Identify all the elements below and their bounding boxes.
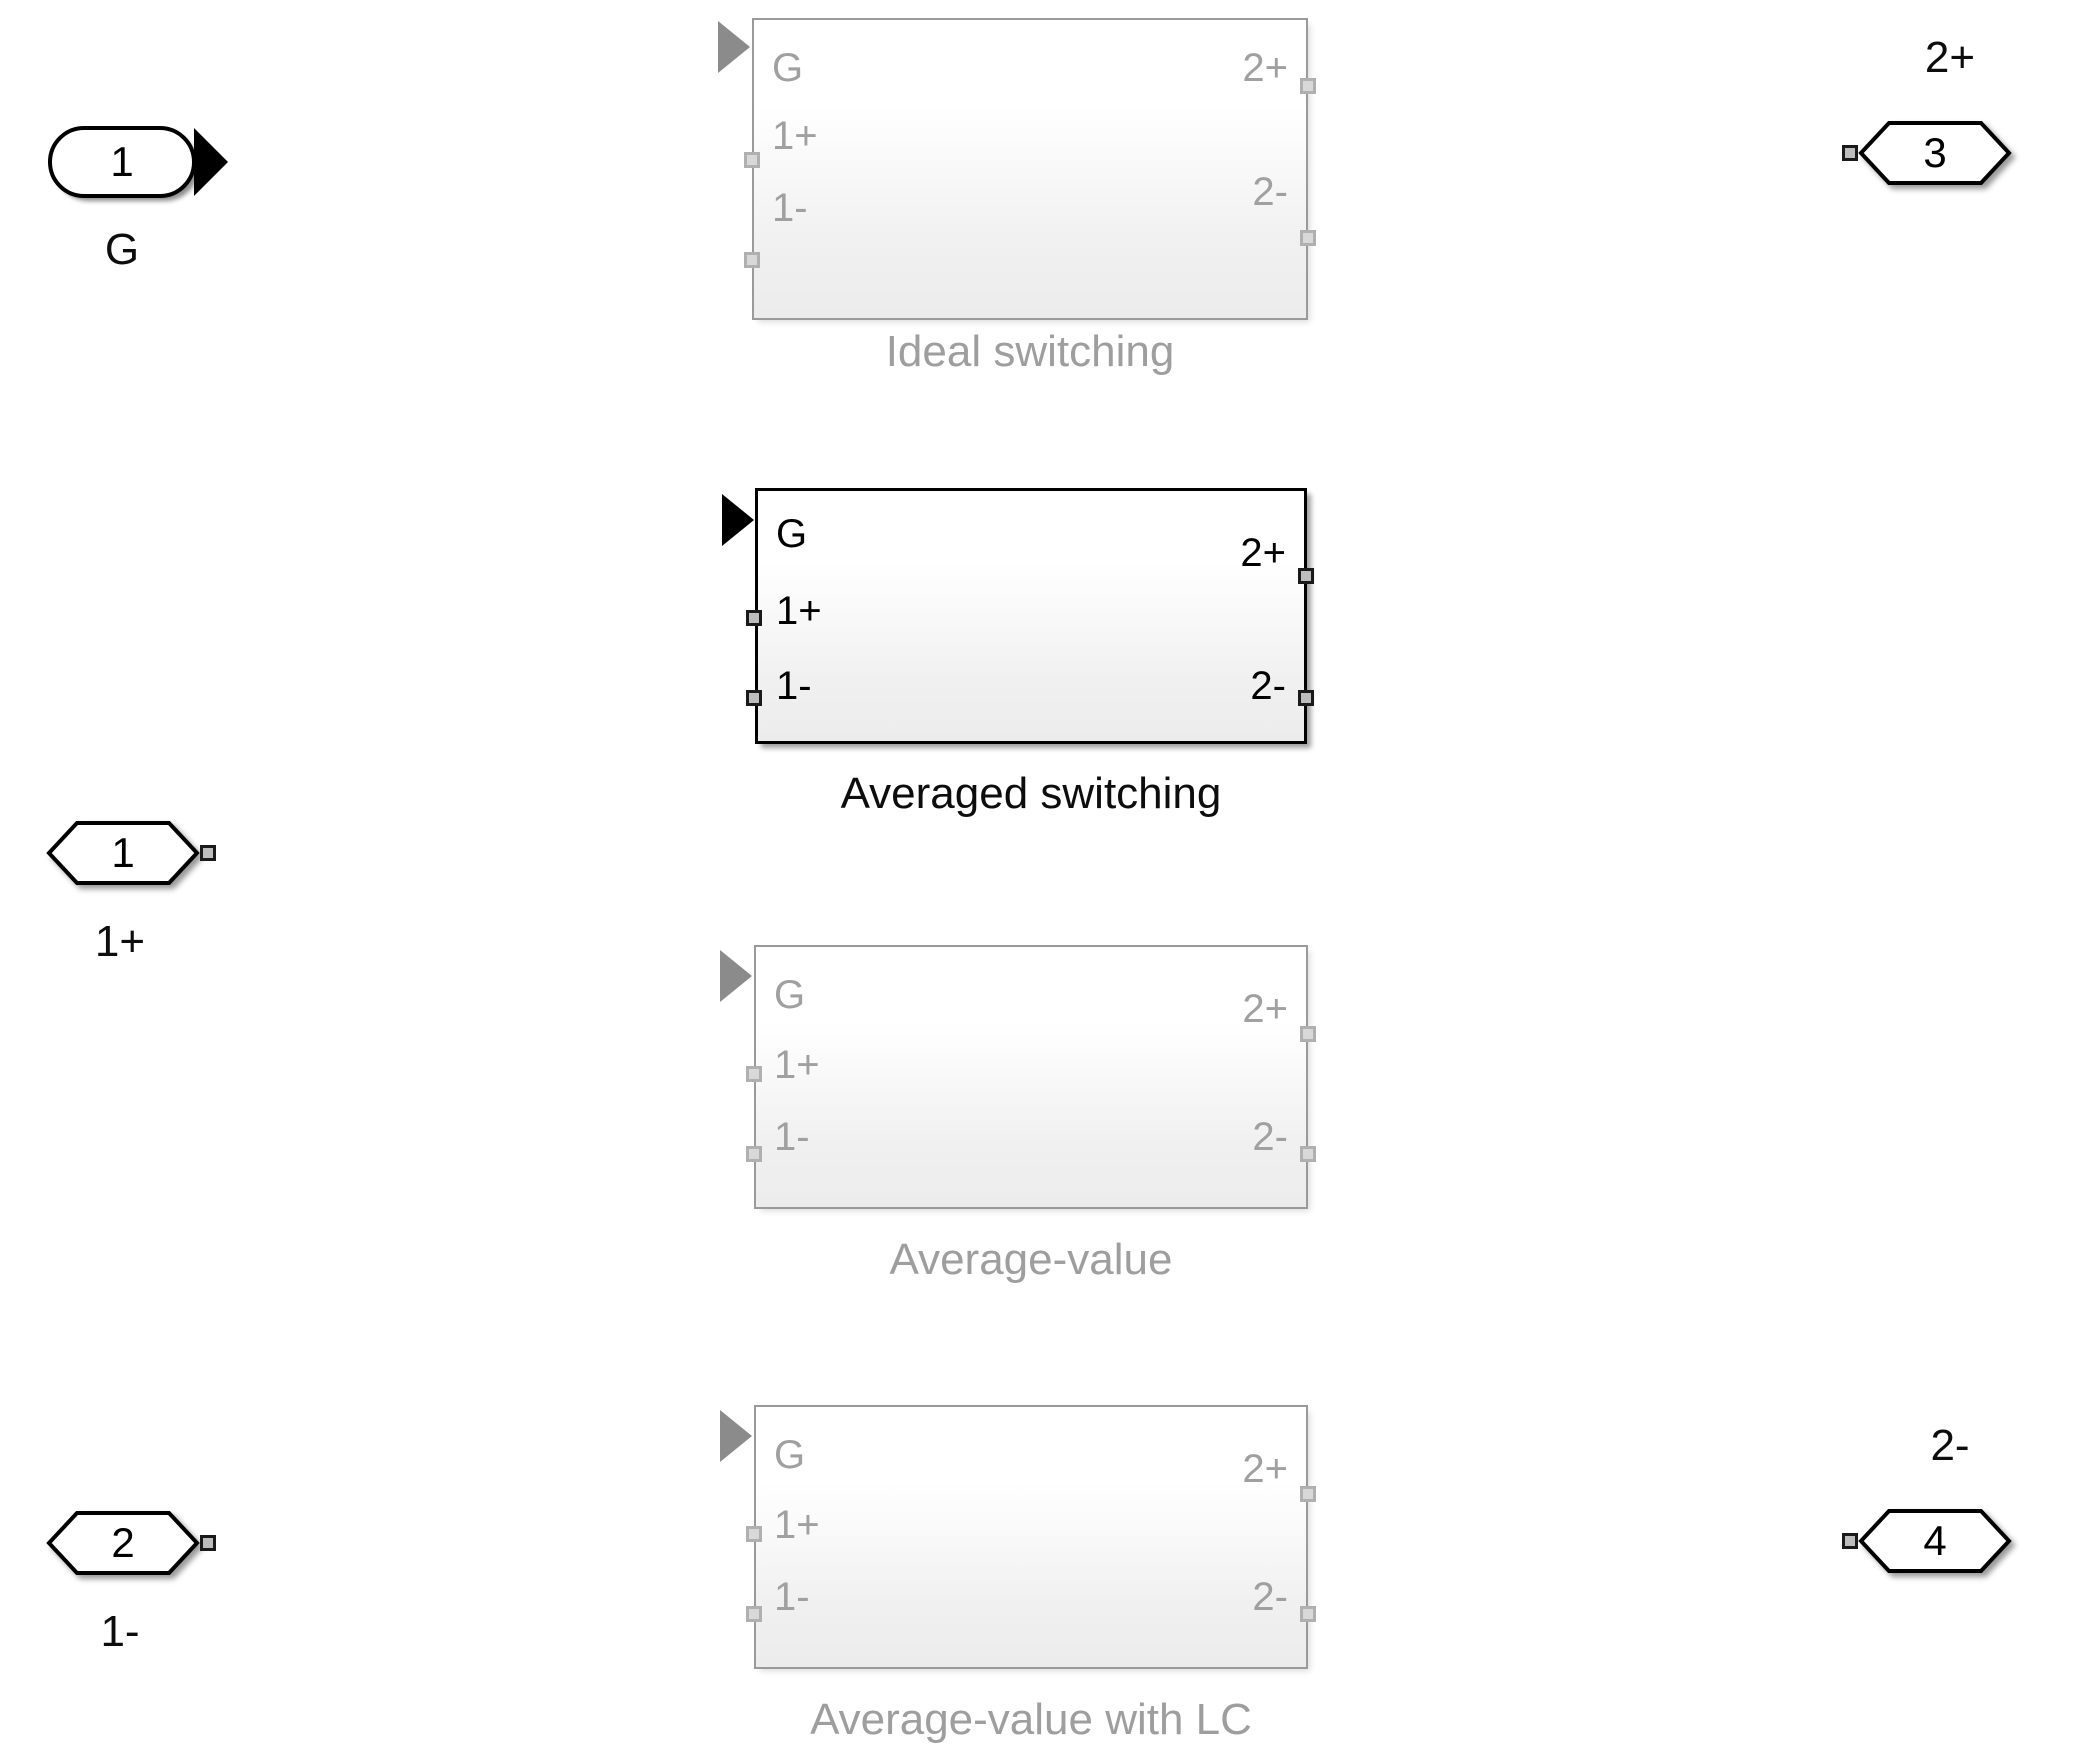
block-averaged-switching-terminal-1plus-icon[interactable] (746, 610, 762, 626)
block-average-value-port-1plus: 1+ (774, 1043, 820, 1087)
conn-port-2-plus-label: 2+ (1924, 33, 1976, 82)
conn-port-1-minus-label: 1- (100, 1607, 140, 1656)
block-average-value-with-lc-port-2minus: 2- (1252, 1575, 1288, 1619)
inport-g-body[interactable]: 1 (48, 126, 196, 198)
block-ideal-switching-caption: Ideal switching (885, 327, 1175, 376)
block-average-value-with-lc[interactable]: G 1+ 1- 2+ 2- (754, 1405, 1308, 1669)
block-averaged-switching-port-1minus: 1- (776, 664, 812, 708)
conn-port-1-minus-hexagon-icon[interactable] (46, 1511, 200, 1575)
block-average-value-port-g: G (774, 973, 806, 1017)
block-average-value-with-lc-port-1minus: 1- (774, 1575, 810, 1619)
block-average-value[interactable]: G 1+ 1- 2+ 2- (754, 945, 1308, 1209)
conn-port-1-minus-terminal-icon[interactable] (200, 1535, 216, 1551)
block-ideal-switching[interactable]: G 1+ 1- 2+ 2- (752, 18, 1308, 320)
block-averaged-switching-port-2plus: 2+ (1240, 531, 1286, 575)
block-averaged-switching-port-g: G (776, 512, 808, 556)
conn-port-1-plus-hexagon-icon[interactable] (46, 821, 200, 885)
conn-port-1-plus-terminal-icon[interactable] (200, 845, 216, 861)
block-ideal-switching-terminal-2minus-icon[interactable] (1300, 230, 1316, 246)
conn-port-1-minus-group[interactable]: 2 (46, 1511, 216, 1575)
conn-port-1-plus-number: 1 (111, 829, 135, 876)
conn-port-1-minus-number: 2 (111, 1519, 135, 1566)
conn-port-1-plus-label: 1+ (94, 917, 146, 966)
block-averaged-switching-caption: Averaged switching (840, 769, 1222, 818)
block-averaged-switching-terminal-2minus-icon[interactable] (1298, 690, 1314, 706)
inport-g-label: G (104, 225, 140, 274)
block-averaged-switching-port-2minus: 2- (1250, 664, 1286, 708)
conn-port-2-plus-number: 3 (1923, 129, 1947, 176)
block-average-value-with-lc-caption: Average-value with LC (810, 1695, 1252, 1744)
block-average-value-with-lc-port-g: G (774, 1433, 806, 1477)
block-average-value-port-2minus: 2- (1252, 1115, 1288, 1159)
conn-port-2-minus-label: 2- (1930, 1421, 1970, 1470)
block-average-value-with-lc-g-input-triangle-icon[interactable] (720, 1410, 752, 1462)
block-average-value-caption: Average-value (889, 1235, 1173, 1284)
conn-port-2-minus-group[interactable]: 4 (1842, 1509, 2012, 1573)
conn-port-2-minus-terminal-icon[interactable] (1842, 1533, 1858, 1549)
block-average-value-terminal-1minus-icon[interactable] (746, 1146, 762, 1162)
block-ideal-switching-port-g: G (772, 46, 804, 90)
block-average-value-terminal-2minus-icon[interactable] (1300, 1146, 1316, 1162)
block-ideal-switching-g-input-triangle-icon[interactable] (718, 21, 750, 73)
block-ideal-switching-terminal-2plus-icon[interactable] (1300, 78, 1316, 94)
block-averaged-switching-terminal-2plus-icon[interactable] (1298, 568, 1314, 584)
block-average-value-with-lc-terminal-1minus-icon[interactable] (746, 1606, 762, 1622)
block-average-value-port-2plus: 2+ (1242, 987, 1288, 1031)
block-ideal-switching-terminal-1minus-icon[interactable] (744, 252, 760, 268)
block-ideal-switching-port-1plus: 1+ (772, 114, 818, 158)
block-average-value-terminal-1plus-icon[interactable] (746, 1066, 762, 1082)
conn-port-2-plus-group[interactable]: 3 (1842, 121, 2012, 185)
block-average-value-with-lc-terminal-2minus-icon[interactable] (1300, 1606, 1316, 1622)
block-ideal-switching-port-1minus: 1- (772, 186, 808, 230)
block-average-value-with-lc-terminal-1plus-icon[interactable] (746, 1526, 762, 1542)
block-average-value-with-lc-port-1plus: 1+ (774, 1503, 820, 1547)
conn-port-1-plus-group[interactable]: 1 (46, 821, 216, 885)
block-average-value-terminal-2plus-icon[interactable] (1300, 1026, 1316, 1042)
block-ideal-switching-terminal-1plus-icon[interactable] (744, 152, 760, 168)
block-averaged-switching-terminal-1minus-icon[interactable] (746, 690, 762, 706)
conn-port-2-plus-hexagon-icon[interactable] (1858, 121, 2012, 185)
conn-port-2-minus-number: 4 (1923, 1517, 1947, 1564)
conn-port-2-minus-hexagon-icon[interactable] (1858, 1509, 2012, 1573)
block-average-value-port-1minus: 1- (774, 1115, 810, 1159)
conn-port-2-plus-terminal-icon[interactable] (1842, 145, 1858, 161)
inport-g-output-arrow-icon (194, 128, 228, 196)
block-average-value-with-lc-port-2plus: 2+ (1242, 1447, 1288, 1491)
block-average-value-g-input-triangle-icon[interactable] (720, 950, 752, 1002)
block-ideal-switching-port-2minus: 2- (1252, 170, 1288, 214)
block-averaged-switching-g-input-triangle-icon[interactable] (722, 494, 754, 546)
block-ideal-switching-port-2plus: 2+ (1242, 46, 1288, 90)
block-average-value-with-lc-terminal-2plus-icon[interactable] (1300, 1486, 1316, 1502)
block-averaged-switching[interactable]: G 1+ 1- 2+ 2- (755, 488, 1307, 744)
block-averaged-switching-port-1plus: 1+ (776, 589, 822, 633)
